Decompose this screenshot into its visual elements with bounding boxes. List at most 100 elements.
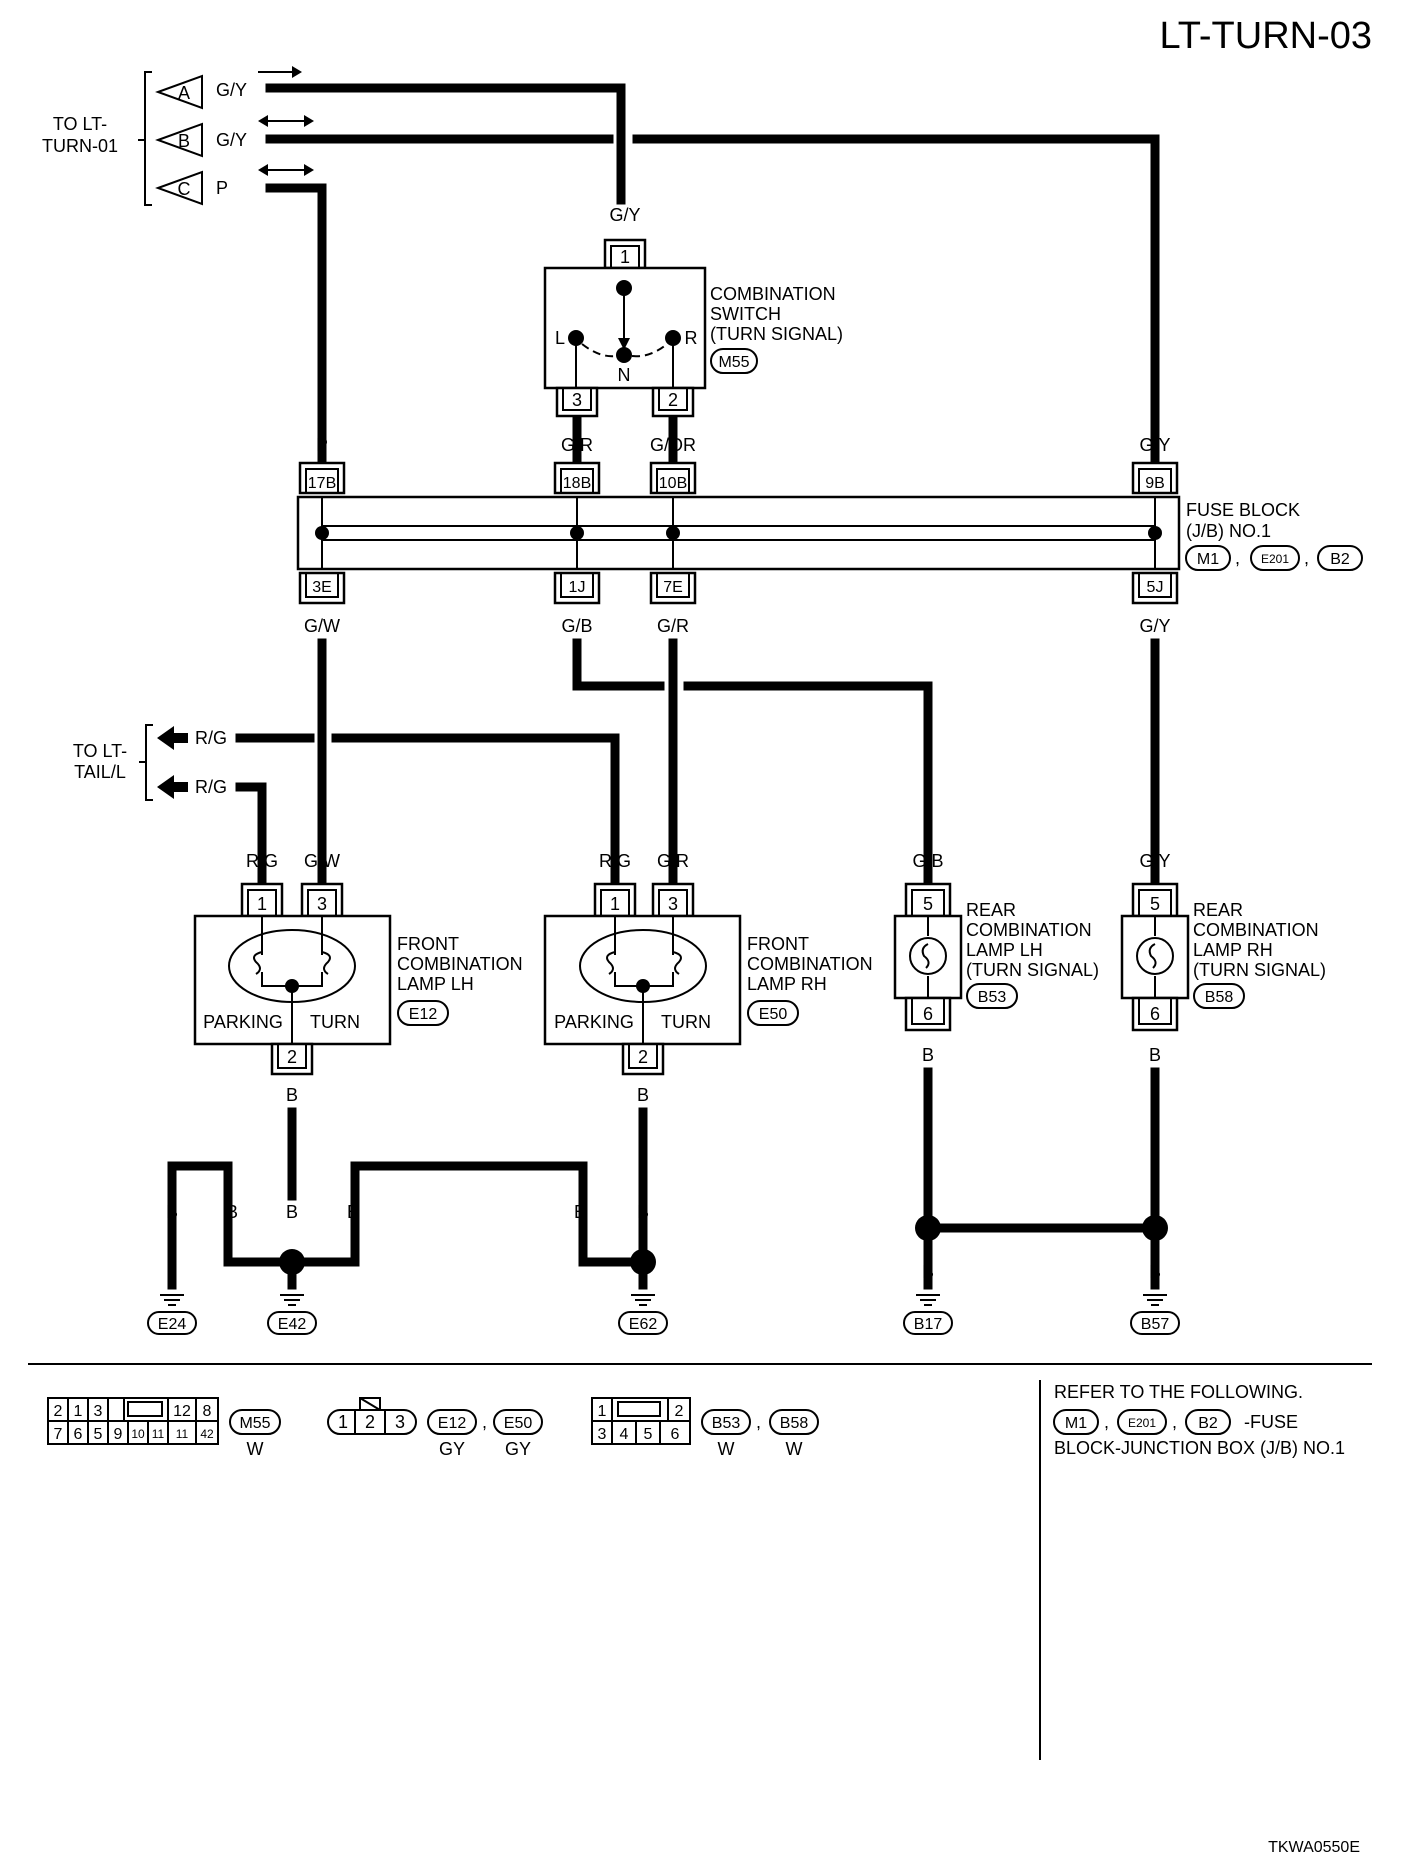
e12-legend-label: E12 [438,1415,467,1432]
lamp-lh-pin-1: 1 [257,894,267,914]
wire-label-gb: G/B [561,616,592,636]
ground-icon: B57 [1130,1294,1180,1335]
ground-icon: E24 [147,1294,197,1335]
wire-label-rg-rh: R/G [599,851,631,871]
m55-pin: 11 [176,1427,189,1441]
rear-lh-pin-6: 6 [923,1004,933,1024]
combination-switch: 1 L N R 3 2 COMBINATION SWITCH (TURN SIG… [543,238,843,418]
rear-rh-name-1: REAR [1193,900,1243,920]
wire-label-gor: G/OR [650,435,696,455]
offpage-connector-b [155,122,203,158]
svg-text:,: , [1172,1412,1177,1432]
rear-lh-name-3: LAMP LH [966,940,1043,960]
m55-pin: 1 [74,1403,83,1420]
refer-e201: E201 [1128,1416,1156,1430]
m55-pin: 3 [94,1403,103,1420]
fuse-pin-17b: 17B [308,475,336,492]
svg-text:,: , [1235,548,1240,568]
switch-connector: M55 [718,354,749,371]
fuse-block: 17B 18B 10B 9B 3E 1J 7E 5J FUSE BLOCK [296,461,1363,605]
refer-desc: BLOCK-JUNCTION BOX (J/B) NO.1 [1054,1438,1345,1458]
svg-text:,: , [756,1412,761,1432]
splice-b57 [1142,1215,1168,1241]
lamp-rh-connector: E50 [759,1006,788,1023]
refer-m1: M1 [1065,1415,1087,1432]
to-tail-line1: TO LT- [73,741,127,761]
arrow-left-icon [157,775,174,799]
lamp-lh-turn: TURN [310,1012,360,1032]
splice-e62 [630,1249,656,1275]
wires-middle [235,638,1160,890]
b53-legend-color: W [718,1439,735,1459]
m55-pin: 6 [74,1426,83,1443]
offpage-connector-a [155,74,203,110]
e50-legend-label: E50 [504,1415,533,1432]
rear-lamp-lh: 5 6 REAR COMBINATION LAMP LH (TURN SIGNA… [893,882,1099,1032]
refer-suffix: -FUSE [1244,1412,1298,1432]
rear-lh-connector: B53 [978,989,1007,1006]
conn-a-label: A [178,83,190,103]
ground-b57: B57 [1141,1316,1170,1333]
wire-label-gy-5j: G/Y [1139,616,1170,636]
ground-e62: E62 [629,1316,658,1333]
m55-pin: 8 [203,1403,212,1420]
connector-view-e12-e50: 1 2 3 E12 , E50 GY GY [327,1397,543,1459]
fuse-connector-e201: E201 [1261,552,1289,566]
m55-pin: 11 [152,1427,165,1441]
b-pin: 5 [644,1426,653,1443]
ground-e24: E24 [158,1316,187,1333]
wire-label-rg-2: R/G [195,777,227,797]
m55-pin: 7 [54,1426,63,1443]
wire-label-rg-1: R/G [195,728,227,748]
switch-pos-l: L [555,328,565,348]
e-pin: 3 [395,1412,405,1432]
b-pin: 4 [620,1426,629,1443]
wire-label-b-g6: B [637,1202,649,1222]
fuse-name-1: FUSE BLOCK [1186,500,1300,520]
refer-note: REFER TO THE FOLLOWING. M1 , E201 , B2 -… [1053,1382,1345,1458]
lamp-rh-name-2: COMBINATION [747,954,873,974]
fuse-pin-9b: 9B [1145,475,1165,492]
front-lamp-rh: 1 3 PARKING TURN 2 FRONT COMBINATION LAM… [543,882,873,1076]
fuse-name-2: (J/B) NO.1 [1186,521,1271,541]
wire-label-b-rh: B [637,1085,649,1105]
rear-rh-pin-6: 6 [1150,1004,1160,1024]
m55-pin: 42 [200,1427,214,1441]
switch-name-3: (TURN SIGNAL) [710,324,843,344]
wire-label-gw-lh: G/W [304,851,340,871]
wire-label-rg-lh: R/G [246,851,278,871]
b-pin: 3 [598,1426,607,1443]
fuse-pin-3e: 3E [312,579,332,596]
fuse-pin-10b: 10B [659,475,687,492]
ground-icon: E42 [267,1294,317,1335]
rear-rh-pin-5: 5 [1150,894,1160,914]
rear-rh-name-4: (TURN SIGNAL) [1193,960,1326,980]
b-pin: 1 [598,1403,607,1420]
lamp-rh-name-3: LAMP RH [747,974,827,994]
b58-legend-label: B58 [780,1415,809,1432]
b53-legend-label: B53 [712,1415,741,1432]
wire-label-b-rear-lh: B [922,1045,934,1065]
rear-rh-name-2: COMBINATION [1193,920,1319,940]
ground-symbols: E24 E42 E62 B17 B57 [147,1294,1180,1335]
rear-lamp-rh: 5 6 REAR COMBINATION LAMP RH (TURN SIGNA… [1120,882,1326,1032]
switch-pos-n: N [618,365,631,385]
wires-ground [167,1067,1160,1290]
to-tail-line2: TAIL/L [74,762,126,782]
ground-icon: B17 [903,1294,953,1335]
m55-legend-label: M55 [239,1415,270,1432]
lamp-rh-pin-2: 2 [638,1047,648,1067]
refer-b2: B2 [1198,1415,1218,1432]
connector-badge-b53 [966,983,1018,1009]
lamp-lh-pin-2: 2 [287,1047,297,1067]
e12-legend-color: GY [439,1439,465,1459]
rear-lh-name-4: (TURN SIGNAL) [966,960,1099,980]
fuse-pin-18b: 18B [563,475,591,492]
rear-lh-name-1: REAR [966,900,1016,920]
lamp-rh-pin-3: 3 [668,894,678,914]
conn-b-label: B [178,131,190,151]
m55-pin: 9 [114,1426,123,1443]
b-pin: 2 [675,1403,684,1420]
fuse-pin-5j: 5J [1147,579,1164,596]
